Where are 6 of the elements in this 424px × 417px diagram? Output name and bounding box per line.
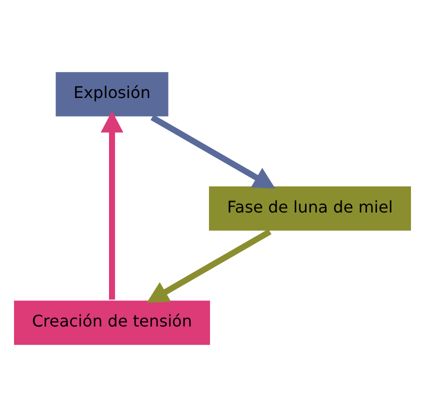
node-box: Creación de tensión [12, 298, 212, 347]
arrow [146, 229, 271, 303]
arrow [100, 110, 123, 300]
node-box: Fase de luna de miel [206, 184, 412, 233]
node-box: Explosión [53, 70, 170, 118]
arrow [150, 114, 275, 188]
